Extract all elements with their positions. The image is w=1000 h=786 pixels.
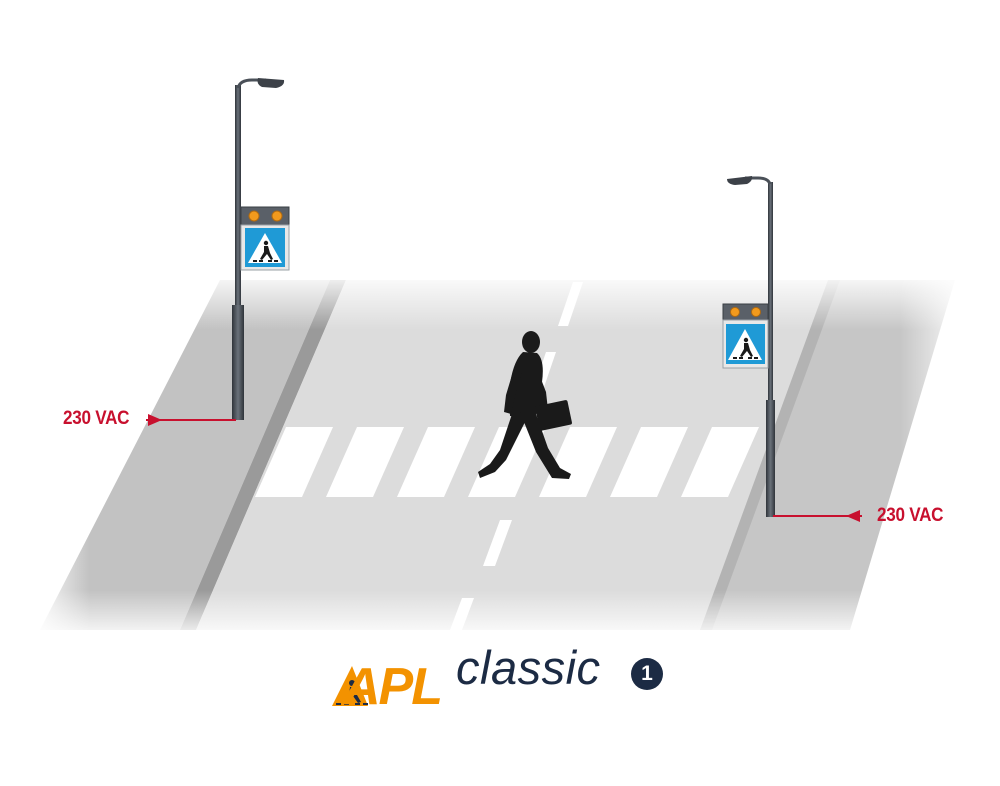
zebra-stripe	[326, 427, 404, 497]
left-light-pole	[232, 78, 290, 420]
right-beacon-sign	[722, 303, 769, 369]
right-sidewalk	[708, 280, 955, 630]
left-sidewalk	[40, 280, 330, 630]
zebra-stripe	[610, 427, 688, 497]
zebra-stripe	[681, 427, 759, 497]
apl-logo-mark	[332, 666, 368, 706]
zebra-stripe	[255, 427, 333, 497]
zebra-stripe	[397, 427, 475, 497]
logo-brand: APL	[341, 658, 441, 716]
left-power-label: 230 VAC	[63, 408, 130, 429]
zebra-crosswalk	[255, 427, 759, 497]
right-pole-shaft	[768, 182, 773, 517]
right-streetlight-head	[727, 176, 753, 185]
zebra-stripe	[539, 427, 617, 497]
left-pole-shaft	[235, 85, 241, 420]
left-streetlight-head	[257, 78, 285, 88]
amber-light-icon	[730, 307, 740, 317]
logo-badge: 1	[631, 658, 663, 690]
right-power-feed	[773, 510, 862, 522]
arrow-left-icon	[846, 510, 860, 522]
logo-triangle-icon	[332, 666, 368, 706]
left-curb	[180, 280, 346, 630]
right-pole-arm	[745, 176, 772, 185]
zebra-stripe	[468, 427, 546, 497]
pedestrian-figure	[478, 331, 572, 479]
left-power-feed	[146, 414, 236, 426]
left-pole-arm	[236, 78, 266, 89]
left-beacon-sign	[240, 206, 290, 271]
amber-light-icon	[271, 210, 283, 222]
right-power-label: 230 VAC	[877, 505, 944, 526]
logo-product: classic	[456, 641, 601, 694]
arrow-right-icon	[148, 414, 162, 426]
right-light-pole	[722, 176, 775, 517]
amber-light-icon	[751, 307, 761, 317]
amber-light-icon	[248, 210, 260, 222]
